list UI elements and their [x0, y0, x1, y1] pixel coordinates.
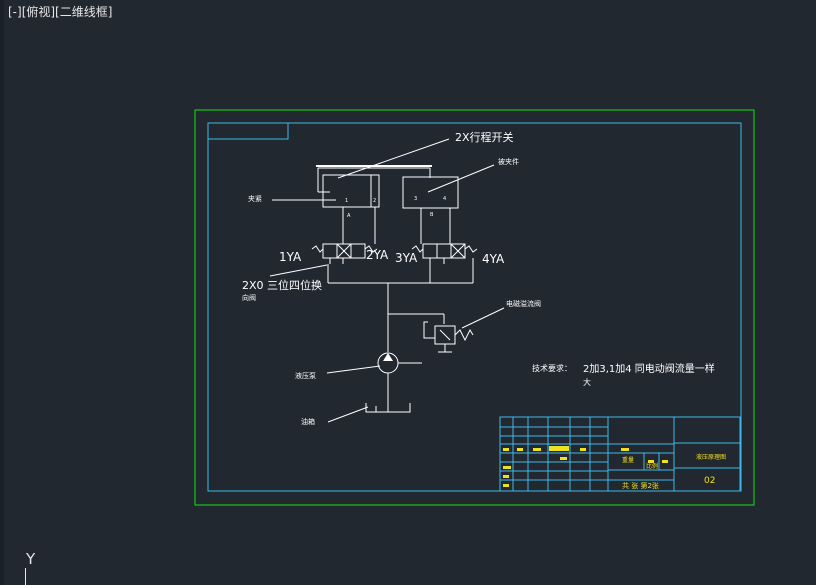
relief-valve-label: 电磁溢流阀 — [506, 299, 541, 308]
left-panel-edge — [0, 0, 4, 585]
tech-requirements-line1: 2加3,1加4 同电动阀流量一样 — [583, 362, 715, 375]
directional-valve-1 — [311, 243, 378, 264]
title-block-drawing-name: 液压原理图 — [696, 453, 726, 461]
ucs-y-axis-label: Y — [26, 550, 36, 568]
chamber-1-label: 1 — [345, 198, 348, 204]
pump-label: 液压泵 — [295, 371, 316, 380]
valve-label-line1: 2X0 三位四位换 — [242, 278, 322, 292]
workpiece-label: 被夹件 — [498, 157, 519, 166]
ucs-y-axis-line — [25, 568, 26, 585]
tech-requirements-line2: 大 — [583, 377, 591, 387]
title-block-scale: 比例 — [646, 462, 658, 470]
cylinder-b-label: B — [430, 212, 434, 218]
title-block — [499, 416, 741, 492]
relief-valve — [423, 321, 474, 353]
cylinder-2 — [402, 176, 459, 244]
title-block-weight: 重量 — [622, 456, 634, 464]
drawing-inner-frame — [207, 122, 742, 492]
tech-requirements-title: 技术要求： — [532, 363, 572, 373]
viewport-controls-label[interactable]: [-][俯视][二维线框] — [8, 5, 113, 19]
valve-label-line2: 向阀 — [242, 293, 256, 302]
limit-switch-label: 2X行程开关 — [455, 130, 514, 144]
chamber-2-label: 2 — [373, 198, 376, 204]
cylinder-a-label: A — [347, 213, 351, 219]
solenoid-4ya-label: 4YA — [482, 252, 505, 266]
chamber-4-label: 4 — [443, 196, 446, 202]
cylinder-label: 夹紧 — [248, 194, 262, 203]
tank-label: 油箱 — [301, 417, 315, 426]
solenoid-3ya-label: 3YA — [395, 251, 418, 265]
cylinder-1 — [317, 167, 431, 244]
title-block-drawing-number: 02 — [704, 476, 715, 486]
chamber-3-label: 3 — [414, 196, 417, 202]
leader-lines — [269, 138, 505, 423]
solenoid-1ya-label: 1YA — [279, 250, 302, 264]
hydraulic-pipes — [327, 258, 474, 412]
drawing-outer-frame — [194, 109, 755, 506]
directional-valve-2 — [411, 243, 478, 264]
corner-code-box — [208, 123, 289, 140]
solenoid-2ya-label: 2YA — [366, 248, 389, 262]
title-block-sheet: 共 张 第2张 — [622, 481, 659, 490]
pump-symbol — [377, 352, 412, 374]
